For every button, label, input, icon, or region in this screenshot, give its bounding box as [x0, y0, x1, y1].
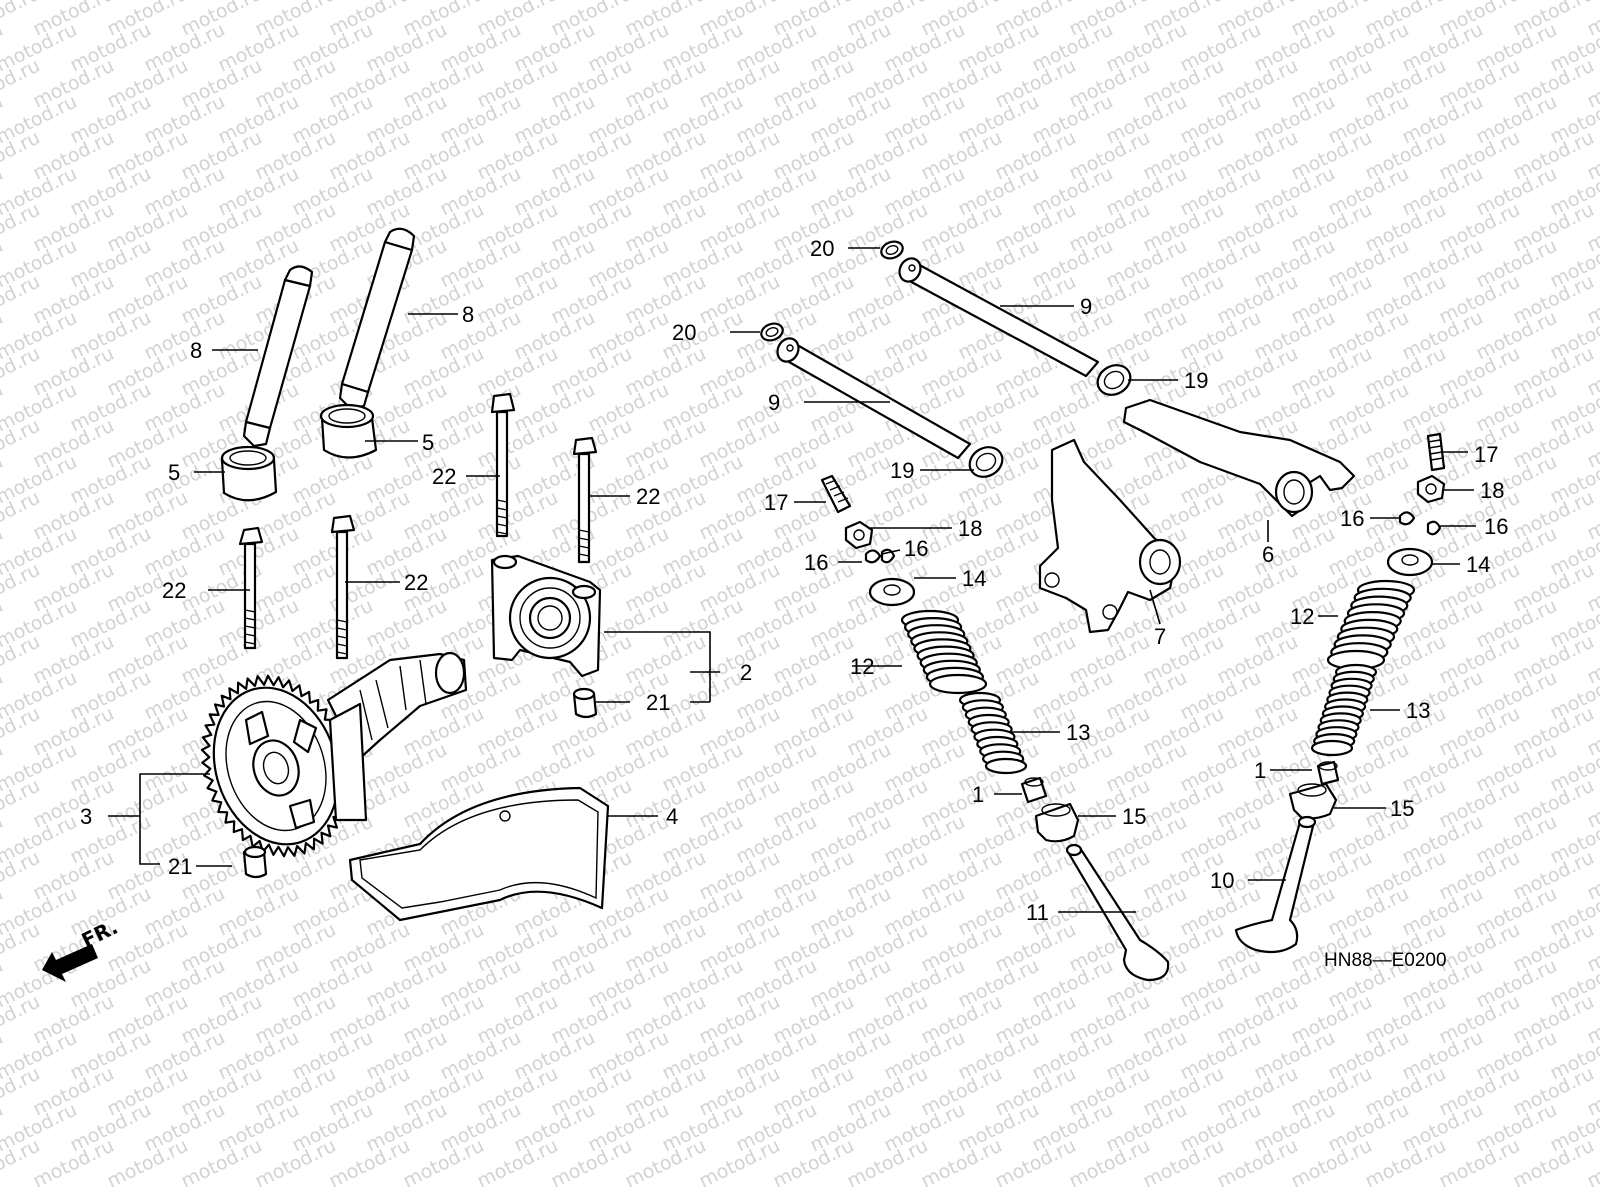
stem-seal-left[interactable] [1020, 776, 1048, 804]
callout-labels: 8 8 5 5 22 22 22 22 2 21 3 21 4 20 20 9 … [80, 236, 1508, 925]
dowel-pin-lower[interactable] [242, 845, 268, 879]
spring-retainer-right[interactable] [1386, 547, 1434, 577]
outer-spring-left-turn [928, 673, 988, 695]
leader-lines [108, 247, 1476, 913]
callout-22-a: 22 [432, 464, 456, 489]
rocker-arm-intake[interactable] [1038, 438, 1182, 634]
callout-5-left: 5 [168, 460, 180, 485]
bolt-4[interactable] [572, 436, 598, 564]
adjust-screw-right[interactable] [1426, 432, 1446, 472]
callout-13-left: 13 [1066, 720, 1090, 745]
dowel-pin-upper[interactable] [572, 687, 598, 719]
rocker-arm-exhaust[interactable] [1122, 398, 1356, 518]
callout-22-d: 22 [404, 570, 428, 595]
callout-15-left: 15 [1122, 804, 1146, 829]
callout-2: 2 [740, 660, 752, 685]
callout-16-b: 16 [804, 550, 828, 575]
bolt-1[interactable] [238, 526, 264, 650]
callout-5-right: 5 [422, 430, 434, 455]
pushrod-right[interactable] [338, 227, 416, 410]
rocker-shaft-upper[interactable] [896, 255, 1100, 378]
exhaust-valve[interactable] [1234, 815, 1317, 954]
lock-nut-right[interactable] [1416, 474, 1446, 504]
callout-14-right: 14 [1466, 552, 1490, 577]
callout-1-left: 1 [972, 782, 984, 807]
seal-upper-right[interactable] [1092, 359, 1135, 400]
intake-valve[interactable] [1065, 843, 1170, 982]
stem-seal-right[interactable] [1316, 760, 1340, 786]
callout-22-b: 22 [636, 484, 660, 509]
outer-spring-left[interactable] [900, 609, 988, 695]
camshaft-gear[interactable] [194, 671, 358, 860]
callout-18-right: 18 [1480, 478, 1504, 503]
callout-17-right: 17 [1474, 442, 1498, 467]
o-ring-lower-left[interactable] [759, 321, 785, 344]
callout-1-right: 1 [1254, 758, 1266, 783]
o-ring-upper-left[interactable] [879, 239, 905, 262]
callout-8-right: 8 [462, 302, 474, 327]
rocker-shaft-lower[interactable] [774, 335, 972, 460]
callout-20-lower: 20 [672, 320, 696, 345]
callout-4: 4 [666, 804, 678, 829]
spring-seat-left[interactable] [1034, 802, 1080, 843]
callout-21-lower: 21 [168, 854, 192, 879]
callout-12-left: 12 [850, 654, 874, 679]
inner-spring-left[interactable] [958, 691, 1028, 775]
callout-7: 7 [1154, 624, 1166, 649]
tappet-right[interactable] [319, 403, 378, 459]
inner-spring-right-turn [1310, 739, 1354, 757]
callout-9-upper: 9 [1080, 294, 1092, 319]
callout-14-left: 14 [962, 566, 986, 591]
callout-16-d: 16 [1484, 514, 1508, 539]
cylinder-head-cover-gasket[interactable] [348, 786, 610, 922]
valve-cotters-right[interactable] [1398, 511, 1442, 536]
callout-17-left: 17 [764, 490, 788, 515]
callout-12-right: 12 [1290, 604, 1314, 629]
pushrod-left[interactable] [242, 265, 314, 448]
callout-22-c: 22 [162, 578, 186, 603]
bolt-2[interactable] [330, 514, 356, 660]
callout-10: 10 [1210, 868, 1234, 893]
lock-nut-left[interactable] [844, 520, 874, 550]
valve-springs[interactable] [900, 579, 1416, 775]
camshaft-holder[interactable] [490, 554, 602, 678]
callout-16-c: 16 [1340, 506, 1364, 531]
bolt-3[interactable] [490, 392, 516, 538]
callout-6: 6 [1262, 542, 1274, 567]
callout-19-upper: 19 [1184, 368, 1208, 393]
callout-15-right: 15 [1390, 796, 1414, 821]
front-direction-arrow: FR. [42, 915, 121, 982]
inner-spring-right[interactable] [1310, 663, 1378, 757]
diagram-code: HN88—E0200 [1324, 950, 1447, 971]
inner-spring-left-turn [984, 757, 1028, 775]
callout-18-left: 18 [958, 516, 982, 541]
outer-spring-right[interactable] [1326, 579, 1416, 671]
callout-8-left: 8 [190, 338, 202, 363]
callout-19-lower: 19 [890, 458, 914, 483]
callout-16-a: 16 [904, 536, 928, 561]
tappet-left[interactable] [220, 445, 278, 502]
adjust-screw-left[interactable] [820, 474, 852, 514]
callout-9-lower: 9 [768, 390, 780, 415]
callout-20-upper: 20 [810, 236, 834, 261]
callout-13-right: 13 [1406, 698, 1430, 723]
callout-3: 3 [80, 804, 92, 829]
spring-retainer-left[interactable] [868, 577, 916, 607]
camshaft[interactable] [326, 651, 468, 822]
callout-11: 11 [1026, 900, 1049, 925]
callout-21-upper: 21 [646, 690, 670, 715]
